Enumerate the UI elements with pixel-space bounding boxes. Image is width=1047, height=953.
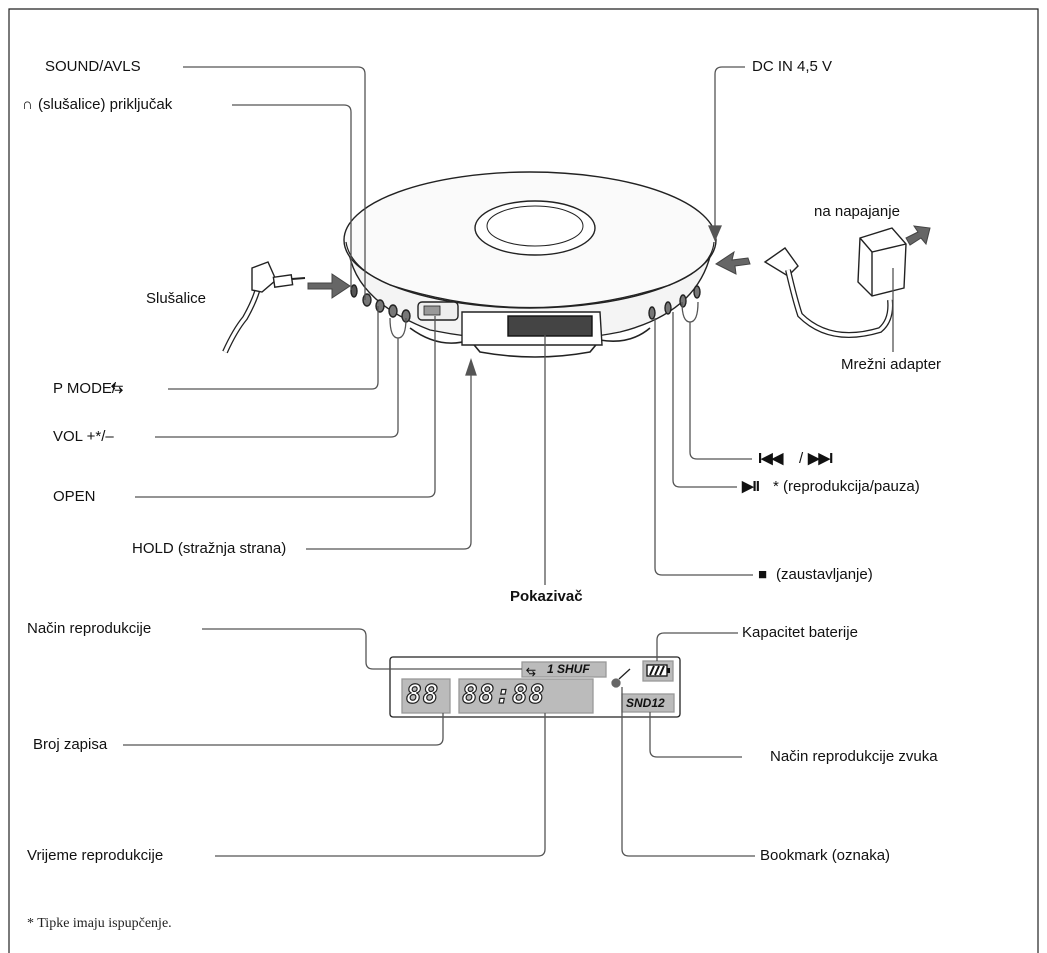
- label-vrijeme-reprodukcije: Vrijeme reprodukcije: [27, 847, 164, 864]
- dc-arrow: [715, 250, 751, 275]
- repeat-arrow-icon: ⥃: [526, 663, 536, 677]
- label-open: OPEN: [53, 488, 96, 505]
- label-nacin-reprodukcije: Način reprodukcije: [27, 620, 152, 637]
- label-broj-zapisa: Broj zapisa: [33, 736, 108, 753]
- label-sound-avls: SOUND/AVLS: [45, 58, 141, 75]
- p-mode-repeat-icon: ⥃: [111, 378, 124, 395]
- plug-in-arrow: [307, 273, 351, 299]
- label-bookmark: Bookmark (oznaka): [760, 847, 891, 864]
- skip-prev-icon: I◀◀: [758, 450, 783, 467]
- lcd-track-digits: 88: [405, 679, 440, 710]
- headphone-plug-icon: [222, 261, 306, 354]
- lcd-panel: [389, 656, 681, 718]
- label-dc-in: DC IN 4,5 V: [752, 58, 833, 75]
- footnote: * Tipke imaju ispupčenje.: [27, 916, 172, 931]
- headphone-icon: ∩: [22, 96, 33, 113]
- label-pokazivac: Pokazivač: [510, 588, 583, 605]
- play-pause-icon: ▶II: [742, 478, 760, 495]
- label-headphone-jack: (slušalice) priključak: [38, 96, 173, 113]
- label-p-mode: P MODE/: [53, 380, 117, 397]
- lcd-time-digits: 88:88: [461, 679, 546, 710]
- skip-separator: /: [799, 450, 804, 467]
- label-slusalice: Slušalice: [146, 290, 207, 307]
- lcd-sound-text: SND12: [626, 696, 665, 710]
- label-nacin-reprodukcije-zvuka: Način reprodukcije zvuka: [770, 748, 938, 765]
- outlet-arrow: [905, 225, 931, 246]
- stop-icon: ■: [758, 566, 768, 583]
- ac-adapter-icon: [763, 227, 907, 338]
- skip-next-icon: ▶▶I: [808, 450, 833, 467]
- page-border: [8, 8, 1039, 953]
- leader-lines-top: [135, 66, 894, 585]
- cd-player: [343, 171, 717, 358]
- label-mrezni-adapter: Mrežni adapter: [841, 356, 942, 373]
- lcd-mode-text: 1 SHUF: [547, 662, 590, 676]
- label-kapacitet-baterije: Kapacitet baterije: [742, 624, 858, 641]
- label-hold: HOLD (stražnja strana): [132, 540, 287, 557]
- label-na-napajanje: na napajanje: [814, 203, 900, 220]
- label-stop: (zaustavljanje): [776, 566, 873, 583]
- label-play-pause: * (reprodukcija/pauza): [773, 478, 920, 495]
- label-vol: VOL +*/–: [53, 428, 114, 445]
- leader-lines-lcd: [123, 628, 755, 857]
